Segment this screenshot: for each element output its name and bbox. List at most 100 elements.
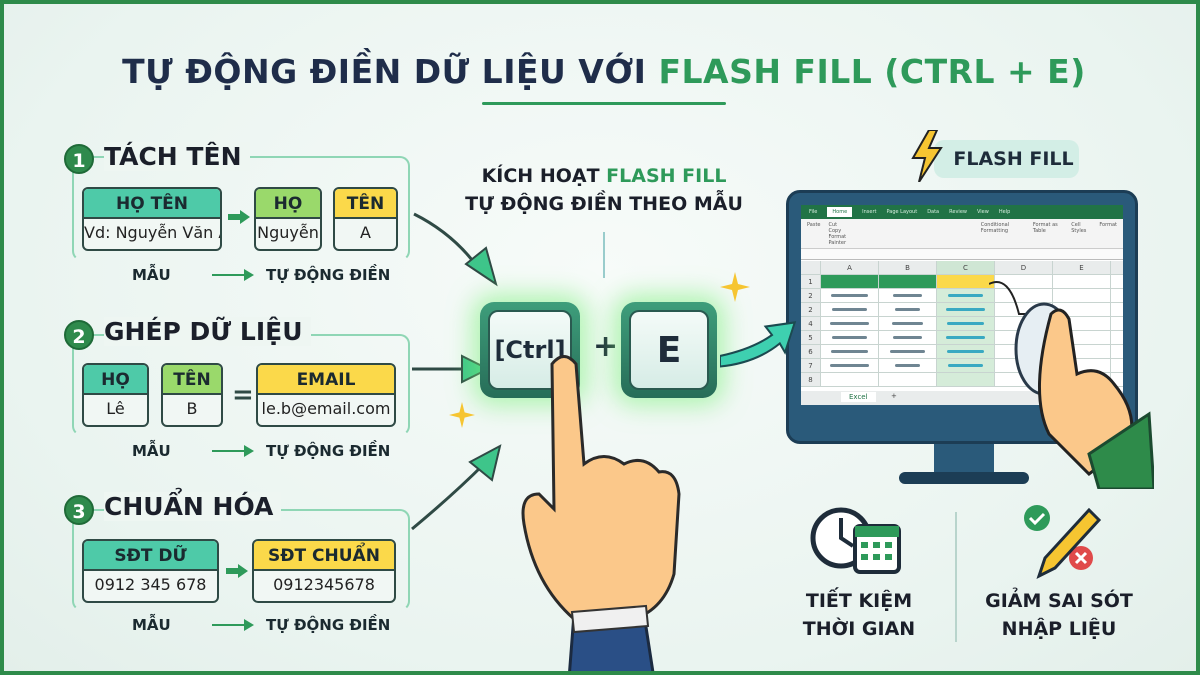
tab-home[interactable]: Home	[827, 207, 853, 217]
section-2-number: 2	[64, 320, 94, 350]
page-title: TỰ ĐỘNG ĐIỀN DỮ LIỆU VỚI FLASH FILL (CTR…	[4, 52, 1196, 91]
grid-cell[interactable]	[995, 275, 1053, 288]
divider	[603, 232, 605, 278]
grid-cell[interactable]	[821, 373, 879, 386]
row-header[interactable]: 7	[801, 359, 821, 372]
sheet-tab-excel[interactable]: Excel	[841, 392, 876, 402]
add-sheet-button[interactable]: +	[891, 392, 897, 400]
arrow-icon	[212, 445, 254, 457]
title-part2: FLASH FILL (CTRL + E)	[658, 52, 1086, 91]
grid-cell[interactable]	[995, 289, 1053, 302]
tab-file[interactable]: File	[809, 209, 818, 215]
row-header[interactable]: 5	[801, 331, 821, 344]
grid-cell[interactable]	[1053, 317, 1111, 330]
grid-cell[interactable]	[1053, 275, 1111, 288]
arrow-icon	[212, 619, 254, 631]
col-header[interactable]: D	[995, 261, 1053, 274]
grid-cell[interactable]	[821, 303, 879, 316]
grid-cell[interactable]	[879, 317, 937, 330]
col-header[interactable]: B	[879, 261, 937, 274]
grid-cell[interactable]	[821, 345, 879, 358]
grid-cell[interactable]	[879, 289, 937, 302]
grid-cell[interactable]	[937, 289, 995, 302]
section-2-title: GHÉP DỮ LIỆU	[104, 317, 311, 346]
grid-cell[interactable]	[821, 317, 879, 330]
grid-cell[interactable]	[879, 303, 937, 316]
grid-cell[interactable]	[879, 345, 937, 358]
pencil-check-icon	[1024, 505, 1102, 579]
grid-cell[interactable]	[879, 373, 937, 386]
grid-cell[interactable]	[937, 317, 995, 330]
col-header[interactable]: E	[1053, 261, 1111, 274]
tab-page-layout[interactable]: Page Layout	[886, 209, 918, 215]
grid-row: 6	[801, 345, 1123, 359]
format-button[interactable]: Format	[1099, 222, 1117, 228]
row-header[interactable]: 2	[801, 289, 821, 302]
cell-content	[832, 308, 867, 311]
format-painter-button[interactable]: Format Painter	[828, 234, 847, 246]
cut-button[interactable]: Cut	[828, 222, 838, 228]
grid-cell[interactable]	[1053, 359, 1111, 372]
col-header[interactable]: A	[821, 261, 879, 274]
tab-help[interactable]: Help	[998, 209, 1011, 215]
tab-review[interactable]: Review	[949, 209, 967, 215]
grid-cell[interactable]	[821, 275, 879, 288]
tab-data[interactable]: Data	[927, 209, 940, 215]
title-underline	[482, 102, 726, 105]
grid-cell[interactable]	[937, 275, 995, 288]
grid-cell[interactable]	[1053, 345, 1111, 358]
grid-row: 1	[801, 275, 1123, 289]
grid-cell[interactable]	[937, 359, 995, 372]
row-header[interactable]: 1	[801, 275, 821, 288]
arrow-icon	[228, 210, 250, 224]
grid-row: 7	[801, 359, 1123, 373]
cell-content	[948, 294, 983, 297]
tab-insert[interactable]: Insert	[862, 209, 877, 215]
row-header[interactable]: 2	[801, 303, 821, 316]
formula-bar[interactable]	[801, 249, 1123, 260]
conditional-formatting-button[interactable]: Conditional Formatting	[980, 222, 1010, 234]
grid-cell[interactable]	[821, 331, 879, 344]
grid-cell[interactable]	[1053, 289, 1111, 302]
grid-row: 2	[801, 289, 1123, 303]
plus-sign: +	[593, 329, 619, 364]
ribbon-tabs: File Home Insert Page Layout Data Review…	[801, 205, 1123, 219]
grid-cell[interactable]	[937, 303, 995, 316]
cell-content	[891, 322, 924, 325]
monitor-stand	[899, 472, 1029, 484]
tab-view[interactable]: View	[976, 209, 989, 215]
grid-cell[interactable]	[1053, 331, 1111, 344]
paste-button[interactable]: Paste	[807, 222, 821, 228]
row-header[interactable]: 4	[801, 317, 821, 330]
e-key[interactable]: E	[621, 302, 717, 398]
grid-cell[interactable]	[821, 359, 879, 372]
sparkle-icon	[720, 272, 750, 302]
cell-content	[829, 322, 870, 325]
grid-row: 8	[801, 373, 1123, 387]
grid-cell[interactable]	[937, 331, 995, 344]
glow-arrow-icon	[720, 321, 797, 368]
format-as-table-button[interactable]: Format as Table	[1032, 222, 1058, 234]
grid-cell[interactable]	[879, 331, 937, 344]
grid-cell[interactable]	[1053, 303, 1111, 316]
col-header[interactable]: C	[937, 261, 995, 274]
grid-cell[interactable]	[937, 345, 995, 358]
grid-cell[interactable]	[937, 373, 995, 386]
label-auto-fill: TỰ ĐỘNG ĐIỀN	[266, 616, 391, 634]
grid-cell[interactable]	[879, 275, 937, 288]
grid-cell[interactable]	[879, 359, 937, 372]
title-part1: TỰ ĐỘNG ĐIỀN DỮ LIỆU VỚI	[122, 52, 647, 91]
copy-button[interactable]: Copy	[828, 228, 842, 234]
grid-cell[interactable]	[821, 289, 879, 302]
row-header[interactable]: 8	[801, 373, 821, 386]
row-header[interactable]: 6	[801, 345, 821, 358]
cell-content	[830, 294, 869, 297]
cell-styles-button[interactable]: Cell Styles	[1071, 222, 1087, 234]
